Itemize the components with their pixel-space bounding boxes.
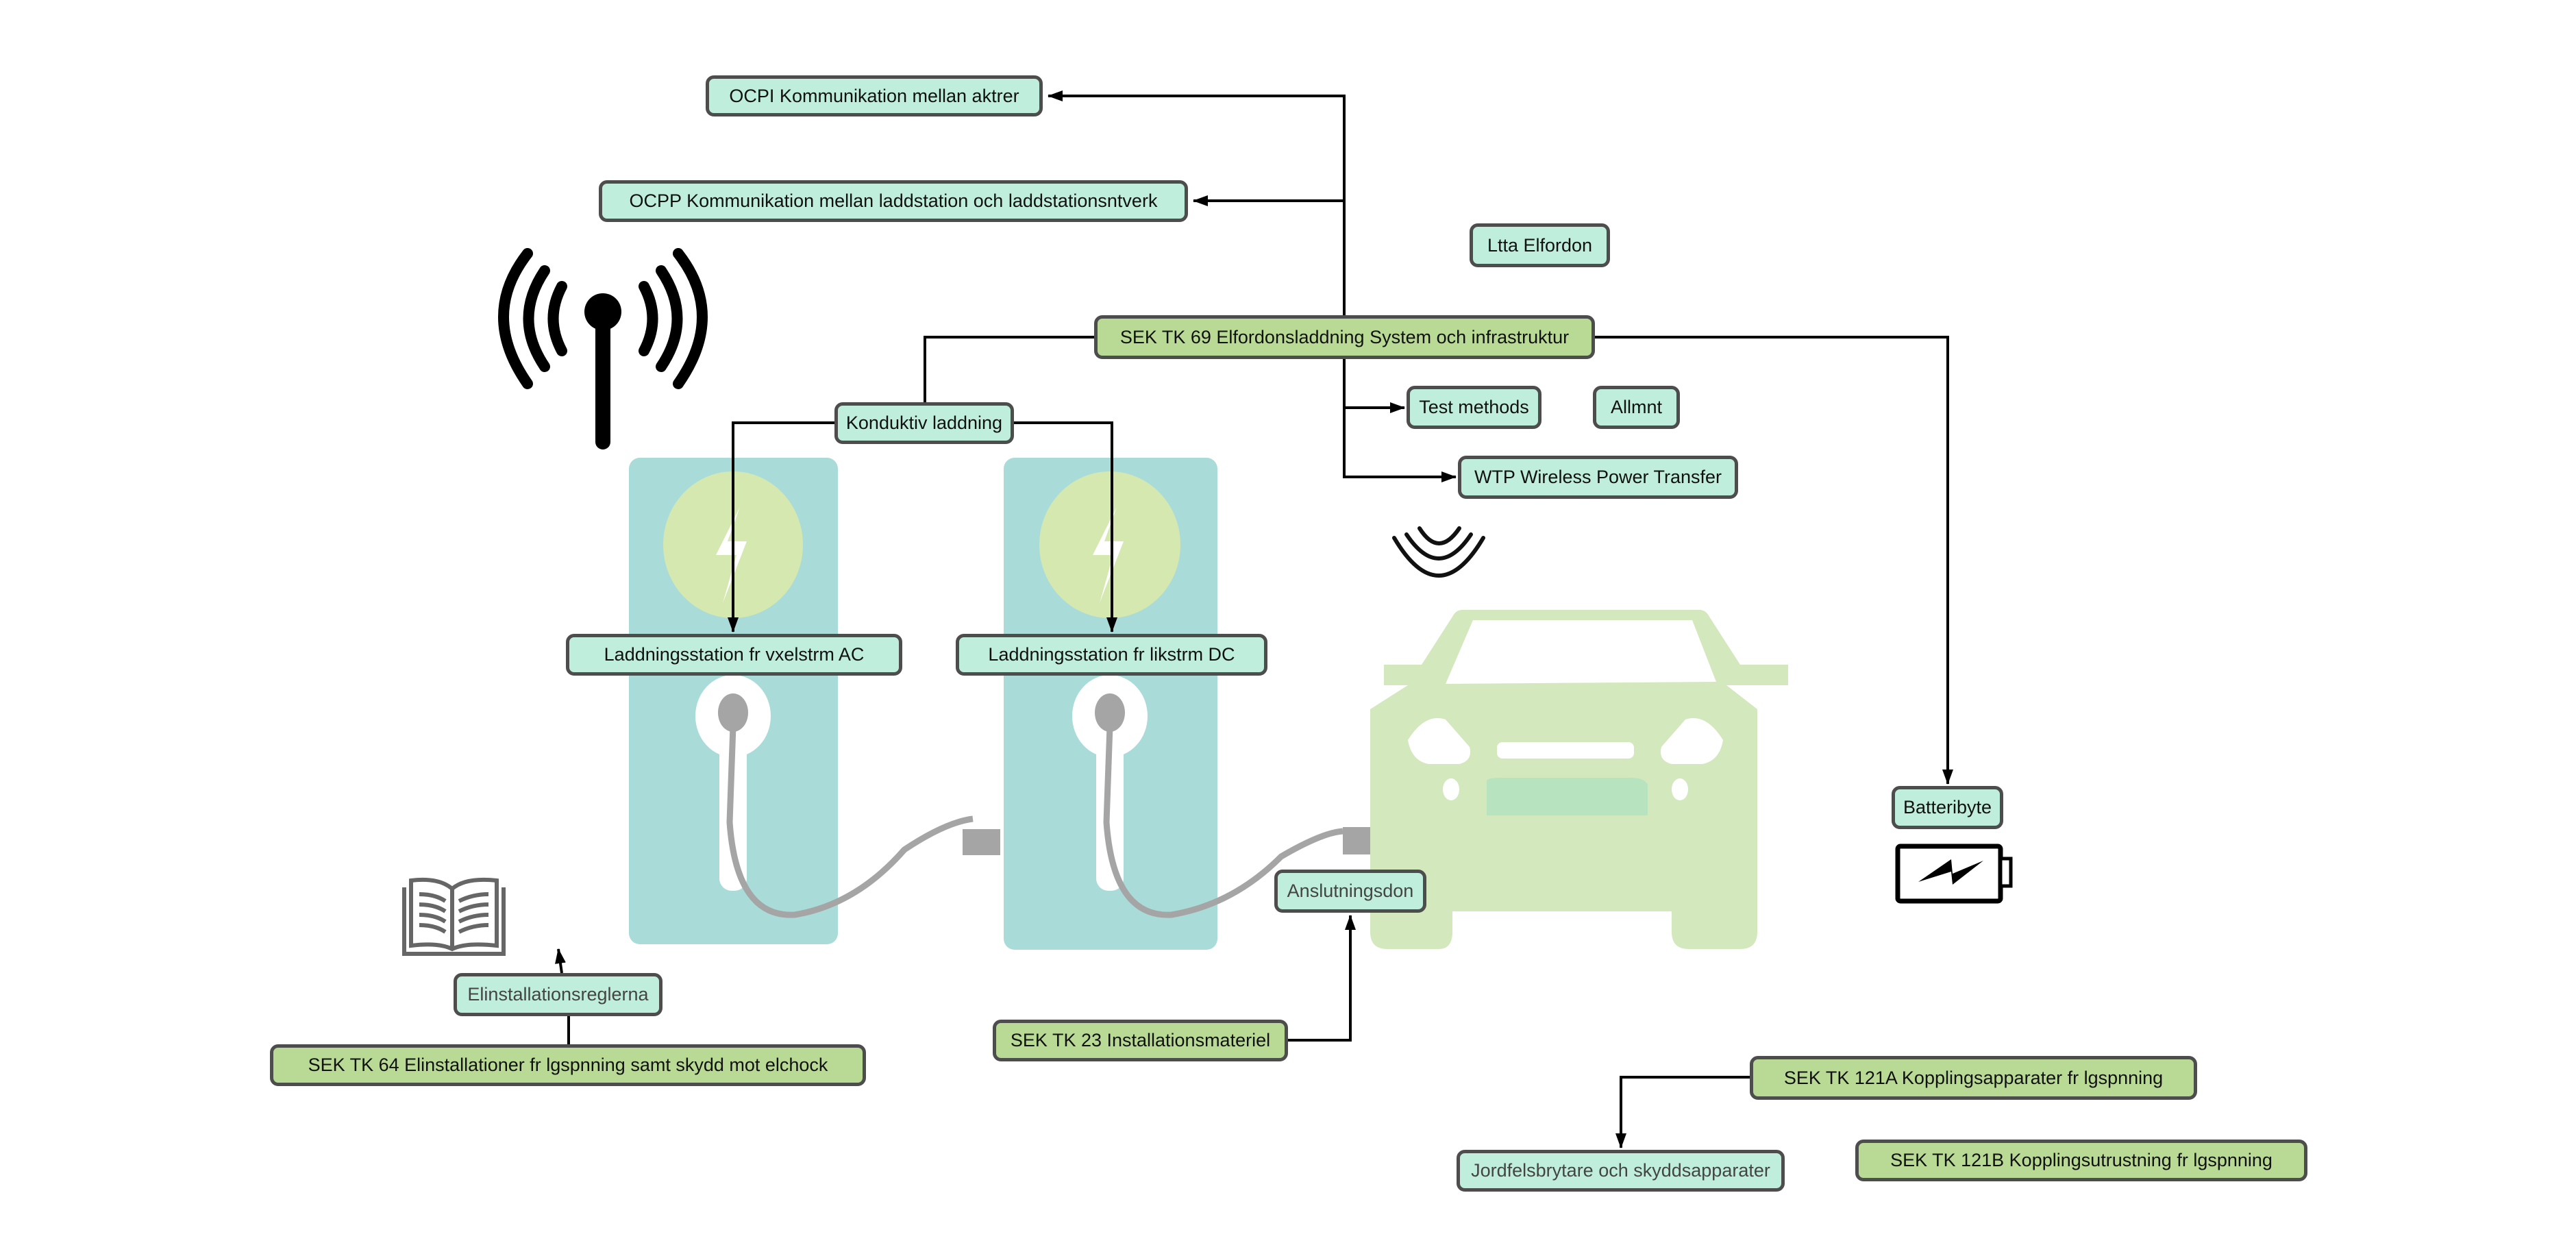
edge-tk69-batteri xyxy=(1595,336,1953,785)
antenna-icon xyxy=(498,248,708,450)
node-sek-tk121a[interactable]: SEK TK 121A Kopplingsapparater fr lgspnn… xyxy=(1750,1056,2197,1100)
edge-tk69-ocpi xyxy=(1048,90,1346,315)
edge-konduktiv-dc xyxy=(1014,421,1117,632)
wireless-waves-icon xyxy=(1392,526,1485,578)
electric-car xyxy=(1370,610,1788,949)
node-jordfelsbrytare[interactable]: Jordfelsbrytare och skyddsapparater xyxy=(1457,1150,1785,1192)
edge-tk69-konduktiv xyxy=(924,336,1094,402)
edge-tk121a-jordfels xyxy=(1615,1076,1750,1148)
node-sek-tk23[interactable]: SEK TK 23 Installationsmateriel xyxy=(993,1020,1288,1061)
node-laddstation-dc[interactable]: Laddningsstation fr likstrm DC xyxy=(956,634,1267,676)
book-icon xyxy=(402,877,506,956)
node-batteribyte[interactable]: Batteribyte xyxy=(1892,786,2003,829)
node-wtp[interactable]: WTP Wireless Power Transfer xyxy=(1458,456,1738,499)
edge-tk69-wtp xyxy=(1343,408,1457,482)
node-elinstallationsreglerna[interactable]: Elinstallationsreglerna xyxy=(454,973,662,1016)
charging-station-dc xyxy=(1004,458,1384,950)
node-ocpi[interactable]: OCPI Kommunikation mellan aktrer xyxy=(706,75,1043,116)
node-sek-tk69[interactable]: SEK TK 69 Elfordonsladdning System och i… xyxy=(1094,315,1595,359)
node-anslutningsdon[interactable]: Anslutningsdon xyxy=(1274,870,1426,913)
node-sek-tk64[interactable]: SEK TK 64 Elinstallationer fr lgspnning … xyxy=(270,1044,866,1086)
edge-tk23-anslutning xyxy=(1288,915,1356,1042)
node-laddstation-ac[interactable]: Laddningsstation fr vxelstrm AC xyxy=(566,634,902,676)
node-sek-tk121b[interactable]: SEK TK 121B Kopplingsutrustning fr lgspn… xyxy=(1855,1140,2307,1181)
node-allmant[interactable]: Allmnt xyxy=(1593,386,1680,429)
node-konduktiv-laddning[interactable]: Konduktiv laddning xyxy=(834,402,1014,444)
node-latta-elfordon[interactable]: Ltta Elfordon xyxy=(1470,223,1610,267)
edge-tk69-test xyxy=(1343,359,1405,413)
battery-icon xyxy=(1895,844,2013,904)
charging-station-ac xyxy=(629,458,1000,944)
node-test-methods[interactable]: Test methods xyxy=(1407,386,1541,429)
edge-elregler-book xyxy=(555,948,566,974)
edge-konduktiv-ac xyxy=(728,421,834,632)
node-ocpp[interactable]: OCPP Kommunikation mellan laddstation oc… xyxy=(599,180,1188,222)
